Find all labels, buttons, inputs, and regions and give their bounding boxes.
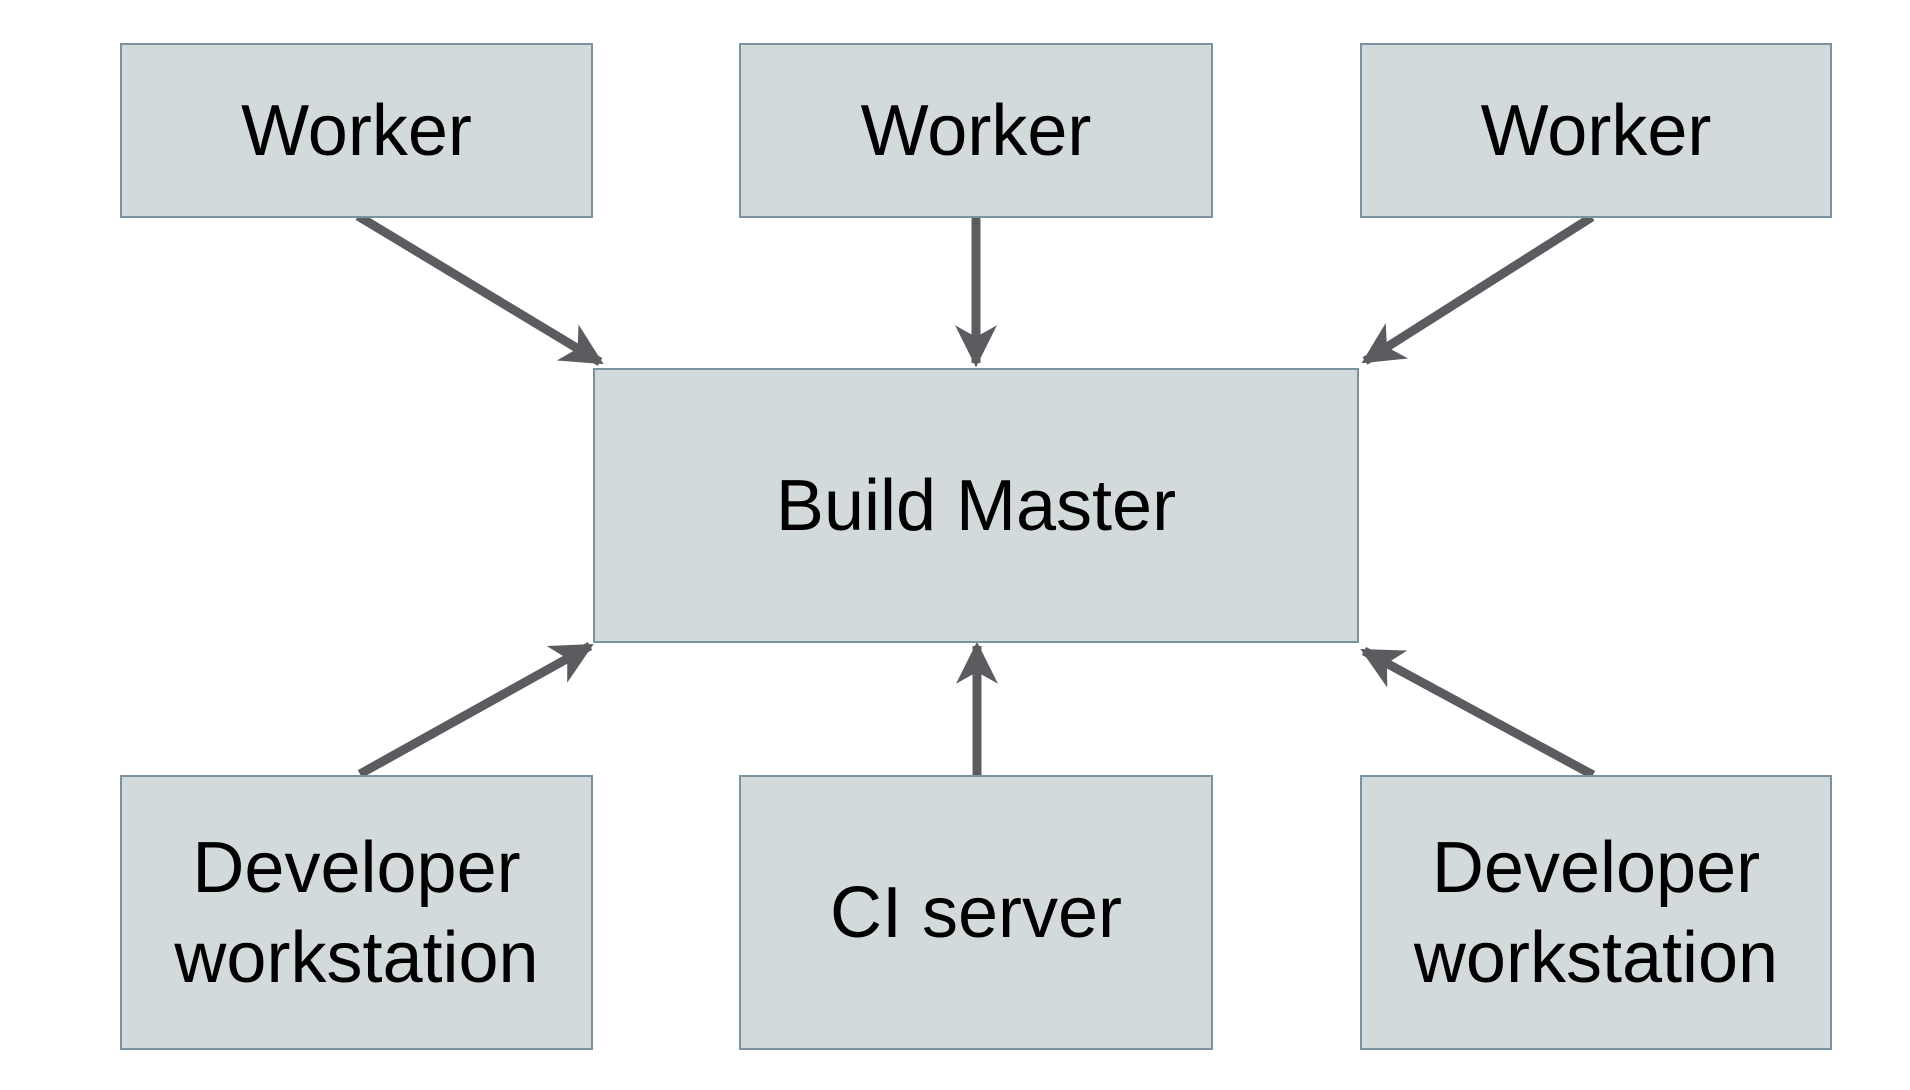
node-build-master: Build Master [593,368,1359,643]
node-worker-1: Worker [120,43,593,218]
node-ci-server-label: CI server [829,872,1123,953]
node-developer-workstation-right-label: Developer workstation [1413,827,1779,998]
node-worker-3-label: Worker [1480,90,1712,171]
node-ci-server: CI server [739,775,1213,1050]
arrow-worker3-to-buildmaster [1361,213,1595,365]
node-developer-workstation-left: Developer workstation [120,775,593,1050]
arrow-devworkstation-right-to-buildmaster [1360,647,1596,779]
node-developer-workstation-left-label: Developer workstation [174,827,539,998]
node-worker-3: Worker [1360,43,1832,218]
node-build-master-label: Build Master [775,465,1177,546]
node-worker-2: Worker [739,43,1213,218]
arrow-worker1-to-buildmaster [355,212,604,366]
node-developer-workstation-right: Developer workstation [1360,775,1832,1050]
node-worker-1-label: Worker [241,90,472,171]
arrow-devworkstation-left-to-buildmaster [357,642,594,778]
node-worker-2-label: Worker [860,90,1092,171]
